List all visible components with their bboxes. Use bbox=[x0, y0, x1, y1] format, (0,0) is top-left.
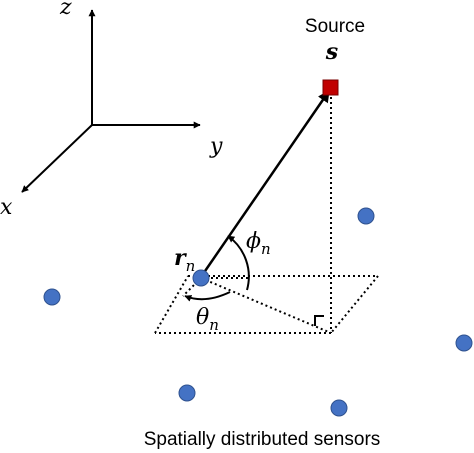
direction-arrow bbox=[201, 90, 331, 275]
sensors-caption: Spatially distributed sensors bbox=[144, 429, 381, 450]
elevation-angle-arc bbox=[227, 235, 250, 291]
z-axis-label: z bbox=[59, 0, 72, 20]
azimuth-angle-arc bbox=[184, 291, 231, 302]
plane-left-edge bbox=[154, 275, 189, 334]
sensor-reference bbox=[192, 269, 210, 287]
source-symbol: s bbox=[325, 39, 338, 65]
x-axis bbox=[21, 124, 93, 193]
sensor bbox=[357, 207, 375, 225]
x-axis-label: x bbox=[0, 195, 13, 220]
azimuth-angle-label: θn bbox=[196, 305, 219, 334]
sensor bbox=[178, 384, 196, 402]
projection-plane bbox=[154, 92, 379, 334]
plane-right-edge bbox=[330, 275, 379, 334]
elevation-angle-label: ϕn bbox=[246, 229, 271, 258]
source-title: Source bbox=[305, 16, 365, 37]
sensor bbox=[330, 399, 348, 417]
projection-line bbox=[200, 277, 332, 334]
source-marker bbox=[322, 79, 339, 96]
coordinate-axes: z y x bbox=[0, 0, 223, 220]
sensor-group bbox=[43, 207, 473, 417]
sensor bbox=[43, 288, 61, 306]
y-axis-label: y bbox=[209, 134, 223, 159]
azimuth-reference-line bbox=[182, 277, 202, 297]
sensor bbox=[455, 334, 473, 352]
sensor-position-label: rn bbox=[174, 245, 195, 275]
right-angle-marker bbox=[314, 315, 324, 326]
